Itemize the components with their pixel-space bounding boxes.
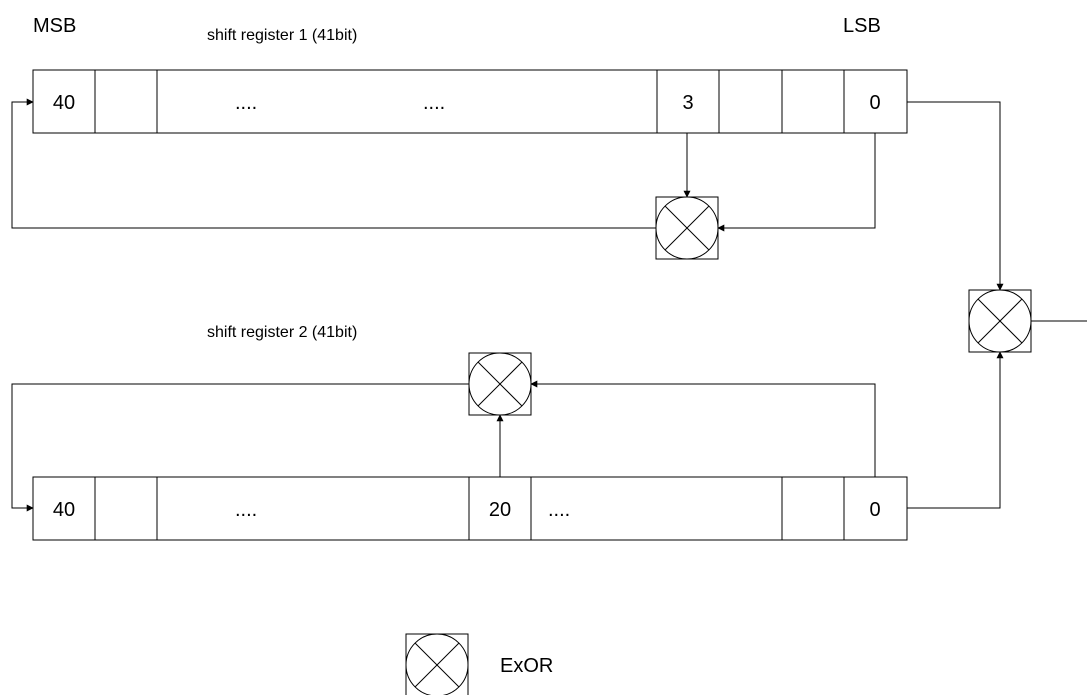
lsb-label: LSB [843,15,881,37]
register1-title: shift register 1 (41bit) [207,27,357,44]
register1-cell-40: 40 [53,92,75,114]
register1-cell-0: 0 [869,92,880,114]
register1-ellipsis-a: .... [235,92,257,114]
register2-cell-40: 40 [53,499,75,521]
register1-frame [32,69,908,134]
legend-label: ExOR [500,655,553,677]
legend: ExOR [405,633,553,695]
shift-register-2: 40 .... 20 .... 0 [32,476,908,541]
output-xor-gate [968,289,1087,353]
xor-gate-2 [468,352,532,416]
register2-ellipsis-a: .... [235,499,257,521]
register2-frame [32,476,908,541]
register2-feedback-wires [11,351,1004,512]
xor-gate-1 [655,196,719,260]
msb-label: MSB [33,15,76,37]
register2-cell-0: 0 [869,499,880,521]
register1-ellipsis-b: .... [423,92,445,114]
shift-register-1: 40 .... .... 3 0 [32,69,908,134]
register2-ellipsis-b: .... [548,499,570,521]
register1-cell-3: 3 [682,92,693,114]
register2-cell-20: 20 [489,499,511,521]
register1-feedback-wires [11,98,1004,291]
legend-xor-symbol [405,633,469,695]
register2-title: shift register 2 (41bit) [207,324,357,341]
